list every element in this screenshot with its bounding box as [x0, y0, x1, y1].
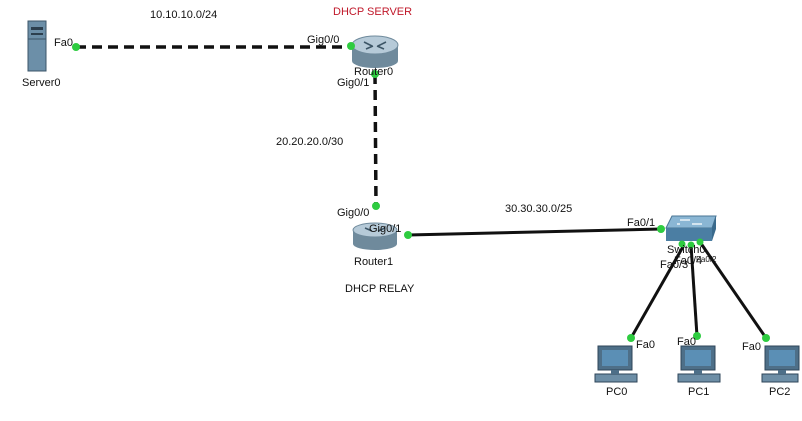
port-label-pc2-fa0: Fa0 [742, 341, 761, 353]
port-up-pc1-fa0 [693, 332, 701, 340]
port-up-switch0-fa04 [696, 238, 704, 246]
port-label-router1-gig00: Gig0/0 [337, 207, 370, 219]
port-label-switch0-fa02: Fa0/2 [696, 255, 717, 264]
port-label-pc1-fa0: Fa0 [677, 336, 696, 348]
pc0-icon[interactable] [594, 345, 638, 383]
port-label-switch0-fa04: Fa0/4 [674, 255, 703, 267]
links-layer [76, 45, 768, 339]
dhcp-server-label: DHCP SERVER [333, 6, 413, 18]
switch0-name: Switch0 [667, 244, 706, 256]
port-up-router0-gig00 [347, 42, 355, 50]
port-up-router1-gig00 [372, 202, 380, 210]
network-10-label: 10.10.10.0/24 [150, 9, 218, 21]
link-router0-router1[interactable] [373, 73, 378, 207]
switch0-icon[interactable] [665, 215, 717, 241]
port-up-server0-fa0 [72, 43, 80, 51]
port-up-router0-gig01 [371, 70, 379, 78]
link-switch0-pc1[interactable] [689, 244, 699, 337]
router0-name: Router0 [354, 66, 394, 78]
port-up-switch0-fa01 [657, 225, 665, 233]
port-label-pc0-fa0: Fa0 [636, 339, 655, 351]
port-up-pc0-fa0 [627, 334, 635, 342]
network-20-label: 20.20.20.0/30 [276, 136, 344, 148]
link-switch0-pc2[interactable] [698, 241, 768, 339]
server0-name: Server0 [22, 77, 61, 89]
port-label-router0-gig00: Gig0/0 [307, 34, 340, 46]
server0-icon[interactable] [27, 20, 47, 72]
router1-name: Router1 [354, 256, 394, 268]
port-up-switch0-fa03 [678, 240, 686, 248]
dhcp-relay-label: DHCP RELAY [345, 283, 415, 295]
port-up-pc2-fa0 [762, 334, 770, 342]
link-router1-switch0[interactable] [407, 227, 662, 237]
pc1-name: PC1 [688, 386, 710, 398]
port-up-switch0-fa02 [687, 241, 695, 249]
port-label-switch0-fa03: Fa0/3 [660, 259, 689, 271]
port-up-router1-gig01 [404, 231, 412, 239]
router0-icon[interactable] [351, 35, 399, 68]
router1-icon[interactable] [352, 222, 398, 250]
port-label-router0-gig01: Gig0/1 [337, 77, 370, 89]
pc1-icon[interactable] [677, 345, 721, 383]
pc2-name: PC2 [769, 386, 791, 398]
link-switch0-pc0[interactable] [629, 244, 686, 339]
port-label-switch0-fa01: Fa0/1 [627, 217, 656, 229]
pc2-icon[interactable] [761, 345, 800, 383]
port-status-layer [72, 42, 770, 342]
network-30-label: 30.30.30.0/25 [505, 203, 573, 215]
port-label-server0-fa0: Fa0 [54, 37, 73, 49]
pc0-name: PC0 [606, 386, 628, 398]
port-label-router1-gig01: Gig0/1 [369, 223, 402, 235]
